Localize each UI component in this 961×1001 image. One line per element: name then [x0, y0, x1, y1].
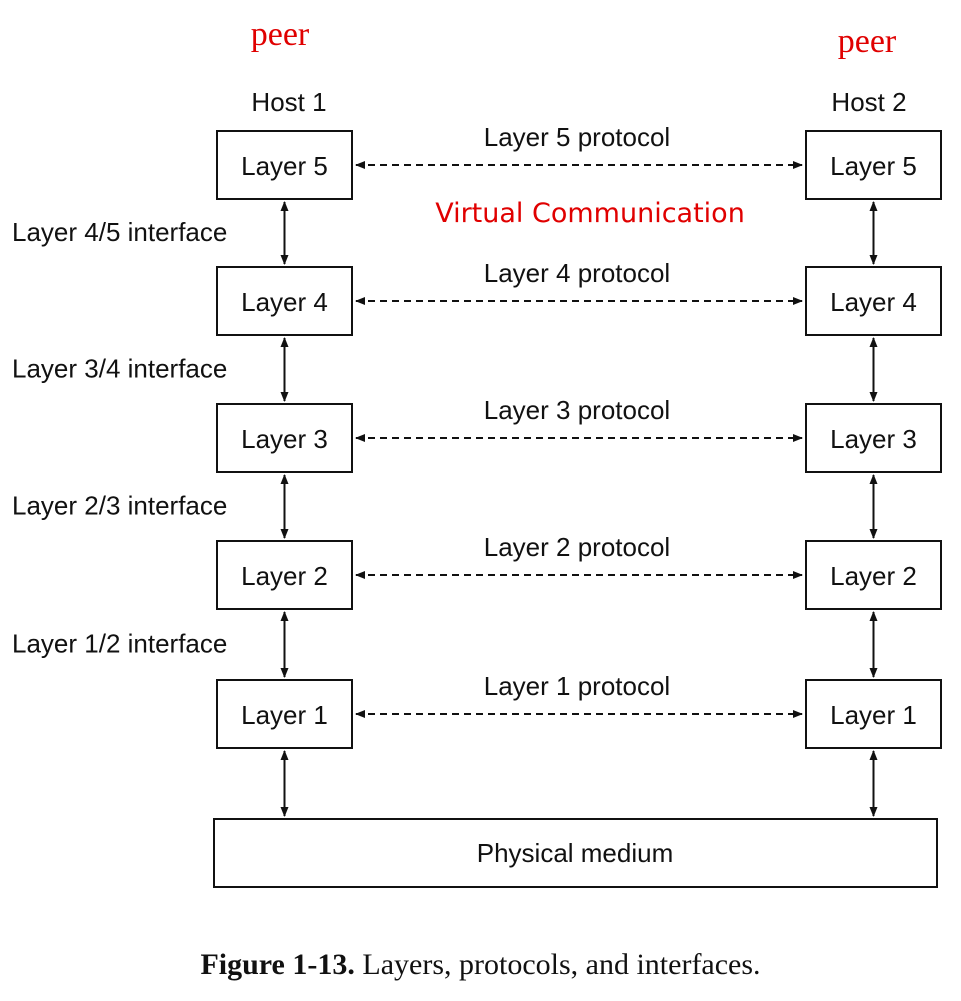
host-2-layer-3-label: Layer 3	[830, 424, 917, 454]
interface-label-4-5: Layer 4/5 interface	[12, 217, 227, 247]
interface-label-3-4: Layer 3/4 interface	[12, 354, 227, 384]
host-2-layer-2-label: Layer 2	[830, 561, 917, 591]
interface-label-2-3: Layer 2/3 interface	[12, 491, 227, 521]
host-1-layer-4-box	[216, 266, 353, 336]
host-1-layer-2-box	[216, 540, 353, 610]
host-2-layer-5-label: Layer 5	[830, 151, 917, 181]
layer-1-protocol-label: Layer 1 protocol	[484, 671, 670, 701]
interface-label-1-2: Layer 1/2 interface	[12, 629, 227, 659]
host-2-layer-5-box	[805, 130, 942, 200]
peer-label-left: peer	[251, 16, 310, 53]
host-2-layer-2-box	[805, 540, 942, 610]
host-1-layer-5-label: Layer 5	[241, 151, 328, 181]
host-1-layer-3-box	[216, 403, 353, 473]
figure-caption-text: Layers, protocols, and interfaces.	[362, 948, 761, 981]
host-1-stack: Layer 5 Layer 4 Layer 3 Layer 2 Layer 1	[216, 130, 353, 817]
virtual-communication-label: Virtual Communication	[435, 198, 745, 229]
host-1-layer-1-label: Layer 1	[241, 700, 328, 730]
figure-number: Figure 1-13.	[200, 948, 355, 981]
layer-3-protocol-label: Layer 3 protocol	[484, 395, 670, 425]
host-1-label: Host 1	[251, 87, 326, 117]
host-1-layer-4-label: Layer 4	[241, 287, 328, 317]
host-1-layer-1-box	[216, 679, 353, 749]
physical-medium-label: Physical medium	[477, 838, 674, 868]
host-2-label: Host 2	[831, 87, 906, 117]
host-1-layer-5-box	[216, 130, 353, 200]
layer-4-protocol-label: Layer 4 protocol	[484, 258, 670, 288]
host-1-layer-3-label: Layer 3	[241, 424, 328, 454]
host-2-layer-1-box	[805, 679, 942, 749]
host-2-layer-1-label: Layer 1	[830, 700, 917, 730]
peer-label-right: peer	[838, 23, 897, 60]
layer-5-protocol-label: Layer 5 protocol	[484, 122, 670, 152]
host-2-layer-4-label: Layer 4	[830, 287, 917, 317]
host-1-layer-2-label: Layer 2	[241, 561, 328, 591]
host-2-layer-3-box	[805, 403, 942, 473]
figure-caption: Figure 1-13. Layers, protocols, and inte…	[0, 948, 961, 982]
host-2-layer-4-box	[805, 266, 942, 336]
layer-2-protocol-label: Layer 2 protocol	[484, 532, 670, 562]
host-2-stack: Layer 5 Layer 4 Layer 3 Layer 2 Layer 1	[805, 130, 942, 817]
physical-medium-box	[213, 818, 938, 888]
